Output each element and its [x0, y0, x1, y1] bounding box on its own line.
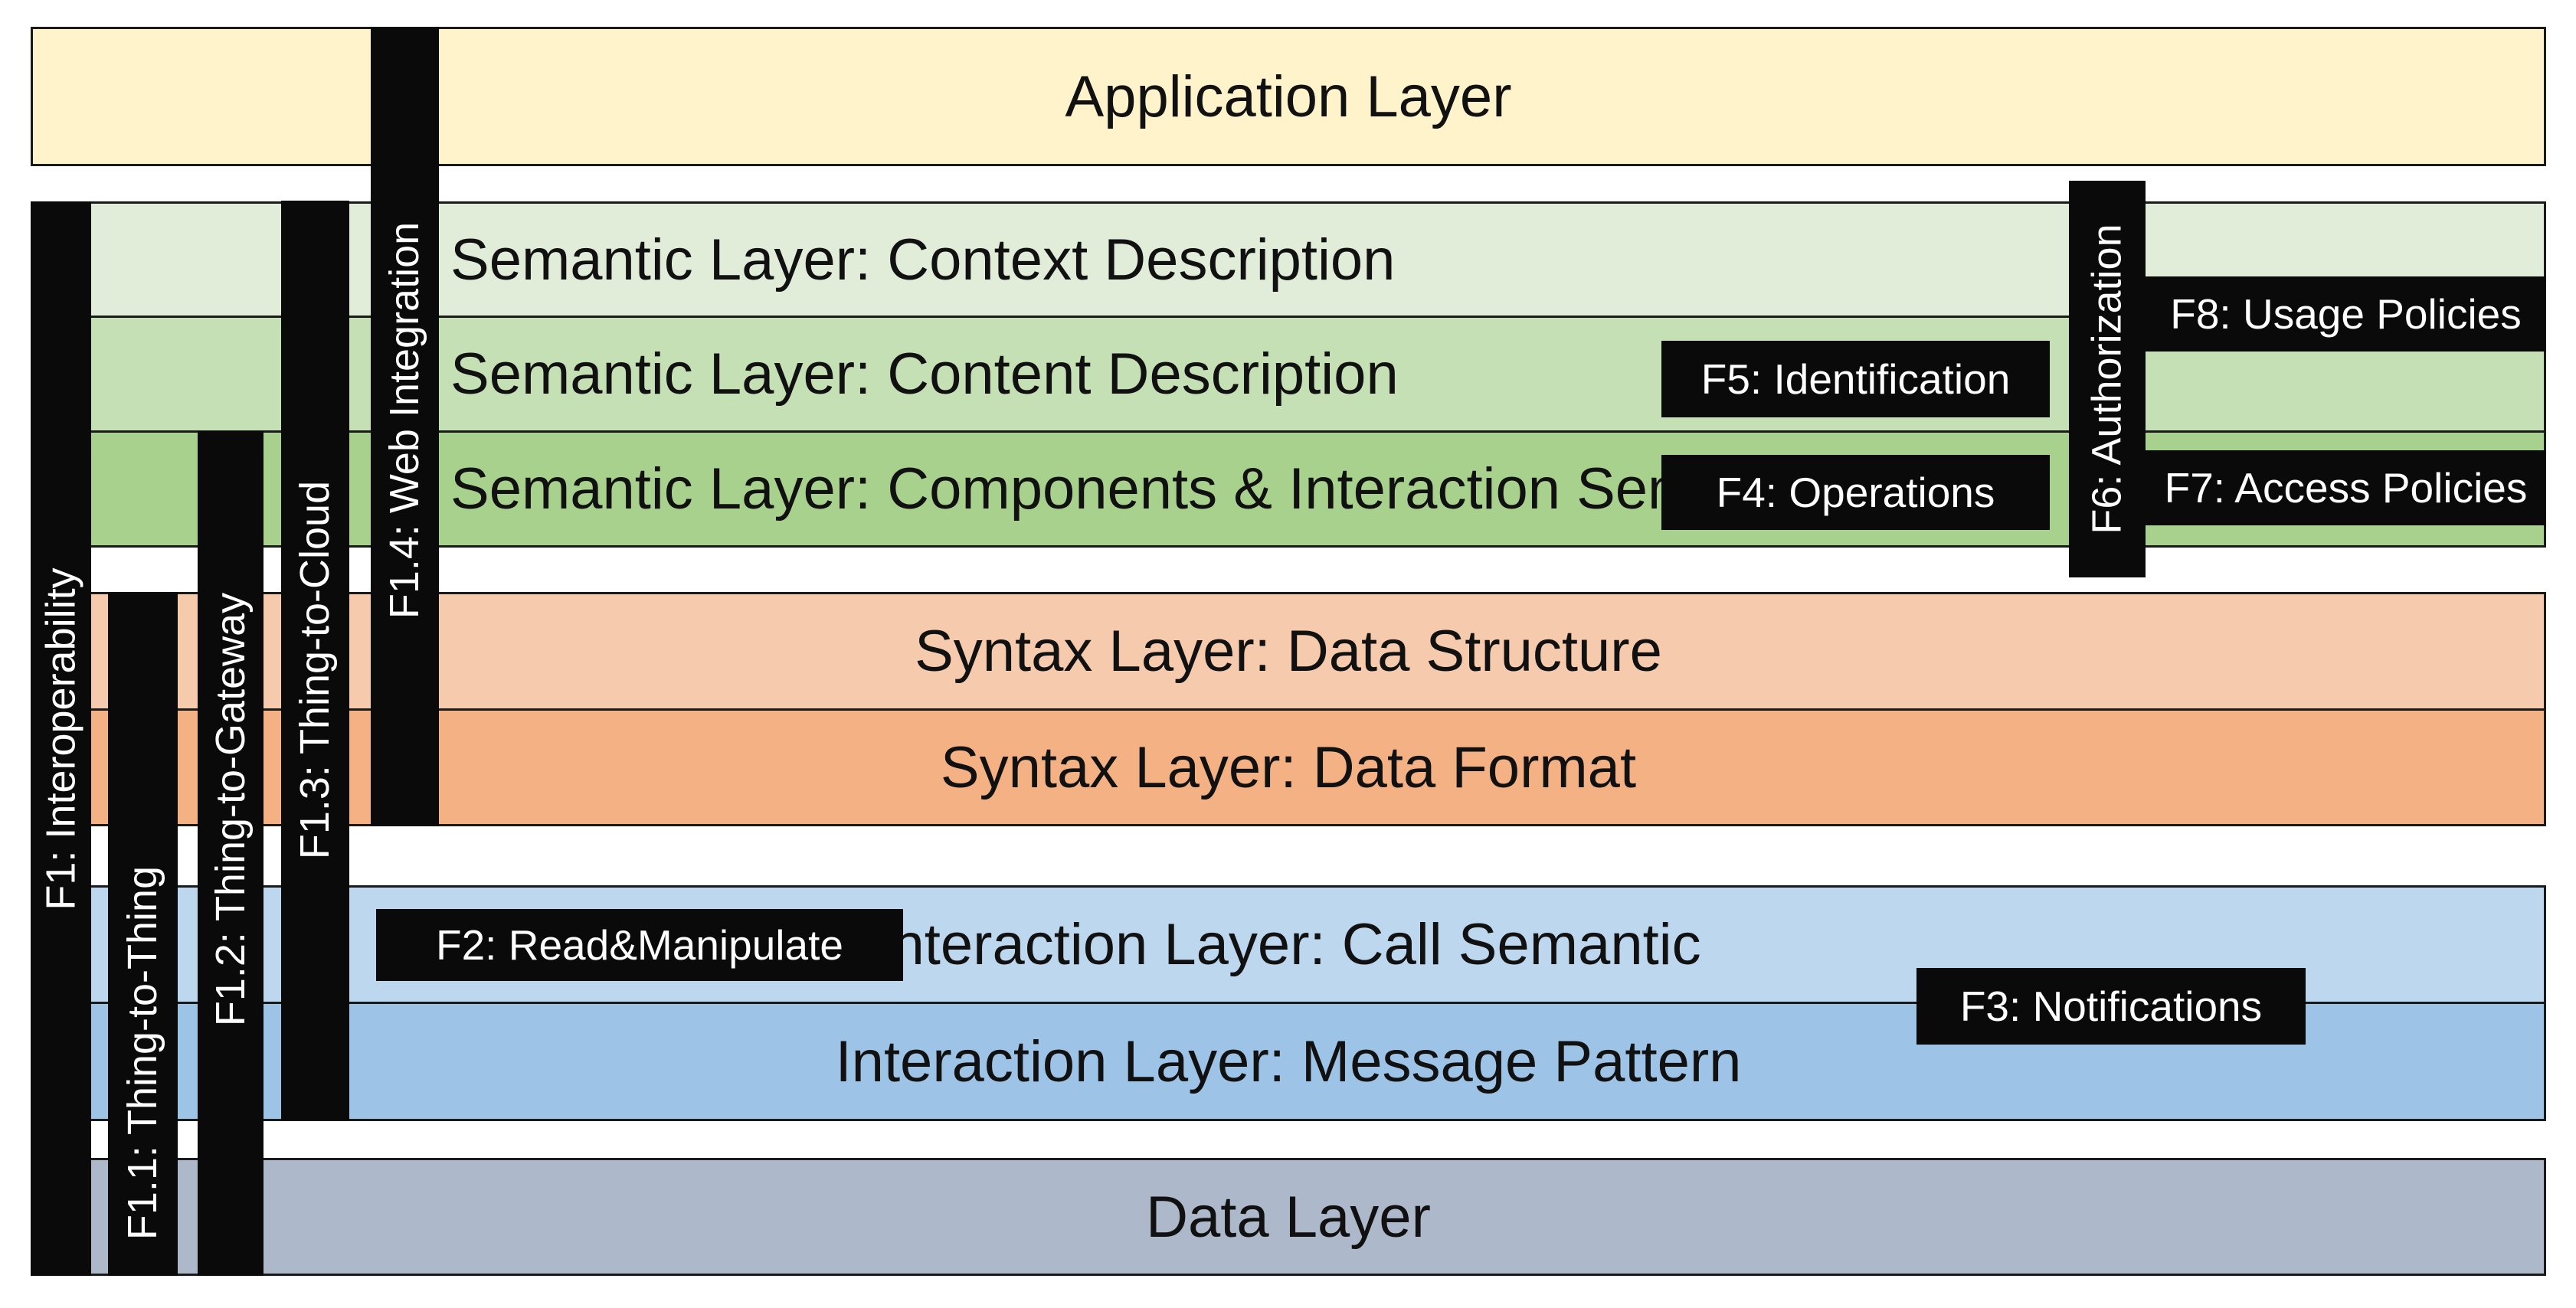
- f4-label: F4: Operations: [1716, 469, 1995, 516]
- syntax-format-layer: Syntax Layer: Data Format: [31, 708, 2546, 826]
- f4-operations-box: F4: Operations: [1661, 455, 2050, 530]
- f6-label: F6: Authorization: [2084, 224, 2130, 535]
- f1-1-label: F1.1: Thing-to-Thing: [119, 865, 166, 1240]
- f5-label: F5: Identification: [1700, 355, 2011, 403]
- f2-label: F2: Read&Manipulate: [436, 921, 843, 969]
- f5-identification-box: F5: Identification: [1661, 341, 2050, 417]
- f1-label: F1: Interoperability: [38, 567, 84, 911]
- f3-notifications-box: F3: Notifications: [1916, 968, 2306, 1045]
- f1-3-thing-to-cloud-bar: F1.3: Thing-to-Cloud: [281, 201, 349, 1120]
- f7-label: F7: Access Policies: [2164, 464, 2528, 512]
- application-layer: Application Layer: [31, 27, 2546, 166]
- data-layer-label: Data Layer: [1146, 1184, 1431, 1250]
- syntax-format-label: Syntax Layer: Data Format: [940, 734, 1637, 800]
- f1-2-thing-to-gateway-bar: F1.2: Thing-to-Gateway: [198, 431, 263, 1276]
- f1-4-web-integration-bar: F1.4: Web Integration: [371, 27, 439, 826]
- f2-read-manipulate-box: F2: Read&Manipulate: [376, 909, 903, 981]
- interaction-call-label: Interaction Layer: Call Semantic: [876, 912, 1701, 977]
- interaction-message-label: Interaction Layer: Message Pattern: [835, 1028, 1742, 1094]
- f8-label: F8: Usage Policies: [2170, 290, 2522, 338]
- f7-access-policies-box: F7: Access Policies: [2146, 450, 2546, 525]
- f1-2-label: F1.2: Thing-to-Gateway: [208, 592, 254, 1026]
- f6-authorization-bar: F6: Authorization: [2069, 181, 2146, 577]
- f3-label: F3: Notifications: [1959, 983, 2263, 1030]
- syntax-structure-label: Syntax Layer: Data Structure: [915, 619, 1662, 684]
- semantic-components-label: Semantic Layer: Components & Interaction…: [450, 456, 1848, 522]
- semantic-context-label: Semantic Layer: Context Description: [450, 227, 1396, 293]
- data-layer: Data Layer: [31, 1158, 2546, 1276]
- f8-usage-policies-box: F8: Usage Policies: [2146, 276, 2546, 352]
- f1-interoperability-bar: F1: Interoperability: [31, 201, 91, 1276]
- application-layer-label: Application Layer: [1065, 64, 1512, 129]
- semantic-content-label: Semantic Layer: Content Description: [450, 342, 1399, 407]
- f1-1-thing-to-thing-bar: F1.1: Thing-to-Thing: [108, 592, 178, 1276]
- syntax-structure-layer: Syntax Layer: Data Structure: [31, 592, 2546, 711]
- f1-4-label: F1.4: Web Integration: [381, 221, 428, 620]
- f1-3-label: F1.3: Thing-to-Cloud: [292, 480, 339, 859]
